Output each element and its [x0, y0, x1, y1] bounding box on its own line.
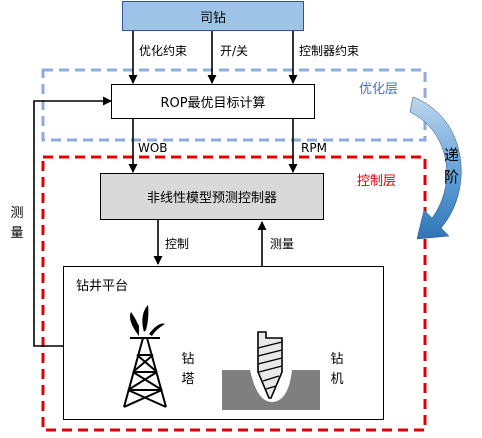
transfer-arrow — [409, 96, 462, 240]
wob-label: WOB — [138, 141, 168, 155]
drilling-platform-box: 钻井平台 — [63, 266, 384, 420]
nmpc-controller-box: 非线性模型预测控制器 — [100, 173, 324, 220]
oil-derrick-icon — [123, 305, 167, 408]
rpm-label: RPM — [301, 141, 327, 155]
feedback-measurement-label: 测量 — [10, 206, 24, 241]
rop-label: ROP最优目标计算 — [160, 96, 266, 111]
controller-label: 非线性模型预测控制器 — [146, 191, 277, 206]
control-signal-label: 控制 — [165, 237, 190, 251]
derrick-label: 钻塔 — [181, 352, 195, 387]
on-off-label: 开/关 — [220, 44, 249, 58]
control-layer-label: 控制层 — [357, 174, 397, 189]
control-layer-frame — [41, 155, 427, 432]
controller-constraint-label: 控制器约束 — [299, 44, 360, 58]
driller-label: 司钻 — [199, 10, 226, 26]
drill-bit-icon — [222, 331, 320, 410]
drill-label: 钻机 — [330, 352, 344, 387]
measurement-signal-label: 测量 — [270, 237, 295, 251]
platform-label: 钻井平台 — [76, 279, 129, 294]
optimization-constraint-label: 优化约束 — [139, 44, 188, 58]
driller-box: 司钻 — [122, 1, 304, 31]
rop-optimal-target-box: ROP最优目标计算 — [111, 84, 315, 119]
optimization-layer-label: 优化层 — [359, 82, 399, 97]
transfer-label: 递阶 — [444, 146, 460, 186]
feedback-loop-line — [33, 96, 112, 347]
